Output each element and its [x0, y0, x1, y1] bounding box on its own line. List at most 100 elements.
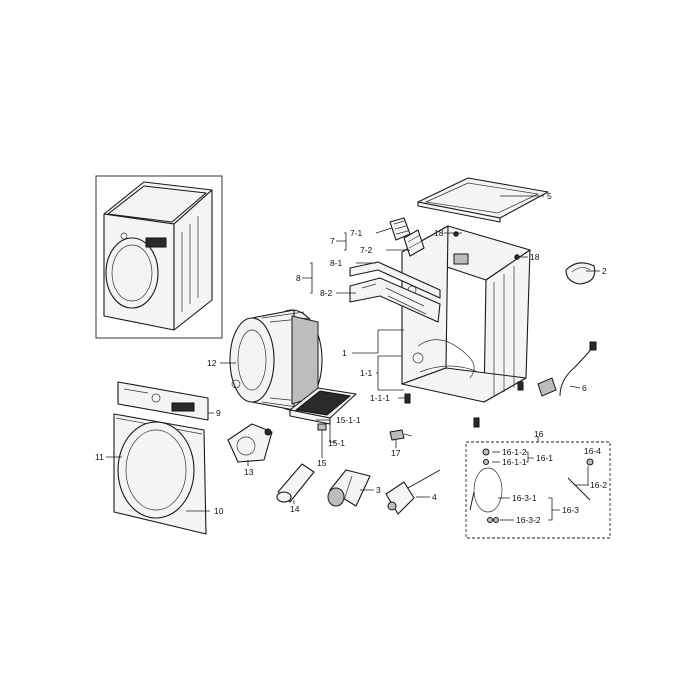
- part-16-1-2-fitting: [482, 448, 490, 456]
- leader-7-bracket: [336, 232, 347, 251]
- door-inner: [125, 429, 187, 511]
- label-15: 15: [317, 458, 327, 468]
- part-6-power-cord: [537, 341, 597, 397]
- part-9-control-panel: [117, 381, 209, 421]
- leader-16-3: [548, 497, 560, 521]
- part-16-3-2-washer-b: [493, 517, 499, 523]
- door-outer: [117, 421, 195, 519]
- part-16-2-rod: [567, 477, 591, 501]
- sensor-lead: [403, 433, 413, 437]
- part-17-sensor: [389, 429, 413, 441]
- top-cover-edge: [417, 201, 501, 223]
- leader-15-1: [316, 419, 336, 443]
- label-18b: 18: [530, 252, 540, 262]
- label-8-2: 8-2: [320, 288, 333, 298]
- part-1-1-1-feet: [404, 393, 480, 428]
- part-5-top-cover: [417, 177, 549, 223]
- label-16-3-1: 16-3-1: [512, 493, 537, 503]
- label-1: 1: [342, 348, 347, 358]
- blower-knob: [264, 428, 272, 436]
- control-knob: [151, 393, 161, 403]
- valve-coil: [387, 501, 397, 511]
- part-2-lint-filter: [565, 262, 596, 285]
- part-8-2-duct-body: [349, 277, 441, 323]
- cord-plug: [589, 341, 597, 351]
- motor-end: [327, 487, 345, 507]
- cabinet-hole-b: [412, 352, 424, 364]
- foot-screw-b: [473, 417, 480, 428]
- label-17: 17: [391, 448, 401, 458]
- part-12-drum: [229, 309, 323, 411]
- dryer-display: [145, 237, 167, 248]
- label-15-1-1: 15-1-1: [336, 415, 361, 425]
- part-7-2-grille: [407, 234, 423, 249]
- cabinet-wiring: [417, 339, 475, 379]
- label-3: 3: [376, 485, 381, 495]
- leader-1: [352, 329, 404, 354]
- leader-16-1: [526, 451, 534, 463]
- heater-coils: [294, 390, 352, 416]
- label-1-1: 1-1: [360, 368, 373, 378]
- label-9: 9: [216, 408, 221, 418]
- control-logo-line: [123, 388, 149, 394]
- leader-6: [569, 385, 581, 389]
- control-display: [171, 402, 195, 412]
- cord-wire: [559, 345, 595, 397]
- label-7-2: 7-2: [360, 245, 373, 255]
- dryer-side: [173, 189, 213, 331]
- label-10: 10: [214, 506, 224, 516]
- part-3-motor: [327, 469, 371, 507]
- part-7-1-grille: [393, 220, 409, 235]
- duct-pipe-end: [276, 491, 292, 503]
- leader-lines: [106, 195, 600, 521]
- part-13-blower: [227, 423, 273, 463]
- part-7-assembly: [389, 217, 425, 257]
- drum-bands: [261, 311, 311, 409]
- top-cover-outer: [417, 177, 549, 219]
- leader-1-1: [376, 355, 404, 391]
- part-16-3-2-washer-a: [487, 517, 493, 523]
- label-4: 4: [432, 492, 437, 502]
- part-4-valve: [385, 469, 441, 515]
- label-16-2: 16-2: [590, 480, 607, 490]
- drum-opening: [237, 329, 267, 391]
- inset-frame: [95, 175, 223, 339]
- sensor-body: [389, 429, 405, 441]
- label-16-1-2: 16-1-2: [502, 447, 527, 457]
- label-16-4: 16-4: [584, 446, 601, 456]
- part-1-cabinet: [401, 225, 531, 403]
- screw-18a: [453, 231, 459, 237]
- foot-screw-a: [404, 393, 411, 404]
- screw-18b: [514, 254, 520, 260]
- label-16-1-1: 16-1-1: [502, 457, 527, 467]
- dryer-door-glass: [111, 244, 153, 302]
- part-11-door: [117, 421, 195, 519]
- cabinet-base: [401, 367, 527, 403]
- label-14: 14: [290, 504, 300, 514]
- part-16-3-hose: [473, 467, 503, 513]
- cabinet-base-frame: [419, 365, 479, 373]
- part-14-duct-pipe: [276, 463, 315, 503]
- label-6: 6: [582, 383, 587, 393]
- label-16: 16: [534, 429, 544, 439]
- label-11: 11: [95, 452, 104, 462]
- label-5: 5: [547, 191, 552, 201]
- inset-assembled-dryer: [95, 175, 223, 339]
- part-15-1-thermostat: [317, 423, 327, 431]
- label-13: 13: [244, 467, 254, 477]
- label-8-1: 8-1: [330, 258, 343, 268]
- control-panel-body: [117, 381, 209, 421]
- label-1-1-1: 1-1-1: [370, 393, 390, 403]
- cord-strain: [537, 377, 557, 397]
- part-15-heater: [289, 387, 357, 431]
- label-16-3-2: 16-3-2: [516, 515, 541, 525]
- part-16-4-washer: [586, 458, 594, 466]
- label-12: 12: [207, 358, 217, 368]
- label-16-1: 16-1: [536, 453, 553, 463]
- cabinet-ribs: [493, 266, 515, 396]
- cabinet-bracket: [453, 253, 469, 265]
- dryer-door-ring: [105, 237, 159, 309]
- drum-roller: [231, 379, 241, 389]
